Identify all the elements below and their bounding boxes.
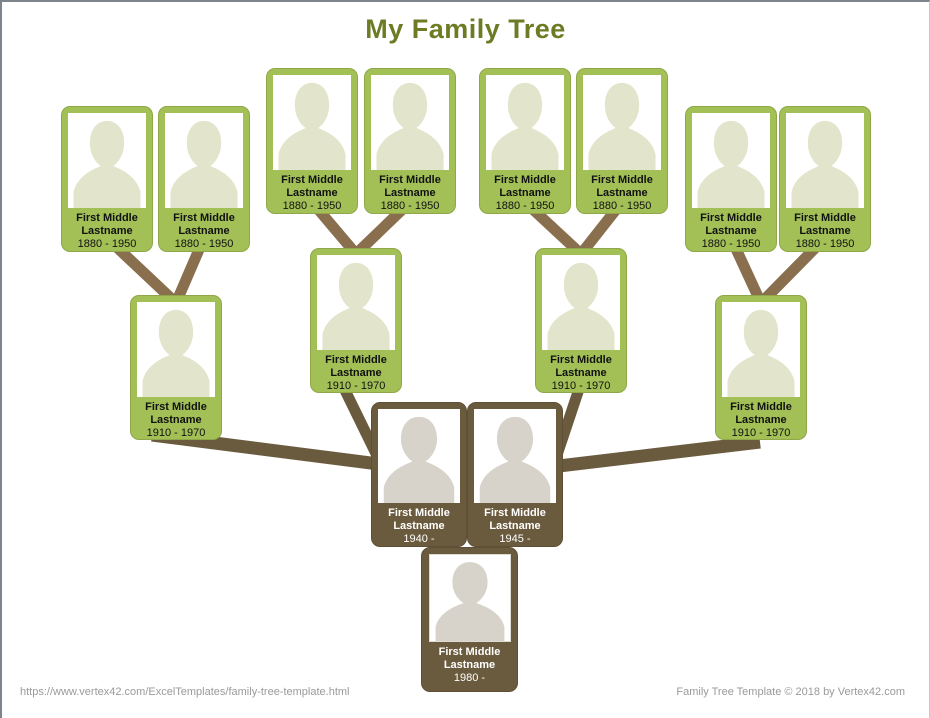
person-card-child[interactable]: First Middle Lastname 1980 - [421,547,518,692]
connector-gp4-to-parent2 [541,435,761,475]
person-card-great-grandparent-1[interactable]: First Middle Lastname 1880 - 1950 [61,106,153,252]
person-card-grandparent-3[interactable]: First Middle Lastname 1910 - 1970 [535,248,627,393]
photo-placeholder [428,554,511,642]
person-card-parent-2[interactable]: First Middle Lastname 1945 - [467,402,563,547]
person-dates: 1980 - [453,672,486,684]
person-name: First Middle Lastname [281,174,343,199]
person-name: First Middle Lastname [145,401,207,426]
person-name: First Middle Lastname [494,174,556,199]
photo-placeholder [722,302,800,397]
person-silhouette-icon [435,562,504,641]
person-silhouette-icon [170,120,238,208]
person-silhouette-icon [383,416,455,503]
photo-placeholder [378,409,460,503]
footer-source-url[interactable]: https://www.vertex42.com/ExcelTemplates/… [20,686,350,698]
person-silhouette-icon [376,82,444,170]
person-dates: 1880 - 1950 [701,238,761,250]
page-title: My Family Tree [365,14,566,44]
person-name: First Middle Lastname [76,212,138,237]
person-name: First Middle Lastname [591,174,653,199]
photo-placeholder [165,113,243,208]
person-name: First Middle Lastname [550,354,612,379]
person-dates: 1880 - 1950 [282,200,342,212]
photo-placeholder [474,409,556,503]
person-silhouette-icon [588,82,656,170]
person-card-great-grandparent-4[interactable]: First Middle Lastname 1880 - 1950 [364,68,456,214]
person-dates: 1880 - 1950 [592,200,652,212]
person-name: First Middle Lastname [730,401,792,426]
person-name: First Middle Lastname [325,354,387,379]
footer-copyright: Family Tree Template © 2018 by Vertex42.… [676,686,905,698]
person-card-great-grandparent-8[interactable]: First Middle Lastname 1880 - 1950 [779,106,871,252]
photo-placeholder [786,113,864,208]
photo-placeholder [273,75,351,170]
person-name: First Middle Lastname [438,646,501,671]
photo-placeholder [317,255,395,350]
person-dates: 1910 - 1970 [146,427,206,439]
person-silhouette-icon [142,309,210,397]
connector-gp1-to-parent1 [151,428,395,473]
photo-placeholder [371,75,449,170]
person-silhouette-icon [73,120,141,208]
person-card-grandparent-2[interactable]: First Middle Lastname 1910 - 1970 [310,248,402,393]
person-dates: 1910 - 1970 [326,380,386,392]
person-card-great-grandparent-6[interactable]: First Middle Lastname 1880 - 1950 [576,68,668,214]
person-dates: 1910 - 1970 [731,427,791,439]
person-name: First Middle Lastname [700,212,762,237]
person-dates: 1940 - [403,533,435,545]
person-silhouette-icon [278,82,346,170]
person-card-great-grandparent-2[interactable]: First Middle Lastname 1880 - 1950 [158,106,250,252]
person-name: First Middle Lastname [173,212,235,237]
photo-placeholder [583,75,661,170]
person-dates: 1880 - 1950 [495,200,555,212]
person-name: First Middle Lastname [379,174,441,199]
person-dates: 1910 - 1970 [551,380,611,392]
person-silhouette-icon [791,120,859,208]
person-dates: 1880 - 1950 [795,238,855,250]
photo-placeholder [68,113,146,208]
person-silhouette-icon [479,416,551,503]
person-silhouette-icon [727,309,795,397]
person-dates: 1880 - 1950 [77,238,137,250]
photo-placeholder [692,113,770,208]
person-dates: 1945 - [499,533,531,545]
person-silhouette-icon [322,262,390,350]
person-card-grandparent-1[interactable]: First Middle Lastname 1910 - 1970 [130,295,222,440]
person-name: First Middle Lastname [794,212,856,237]
photo-placeholder [137,302,215,397]
person-dates: 1880 - 1950 [380,200,440,212]
person-card-grandparent-4[interactable]: First Middle Lastname 1910 - 1970 [715,295,807,440]
person-card-great-grandparent-7[interactable]: First Middle Lastname 1880 - 1950 [685,106,777,252]
person-card-great-grandparent-5[interactable]: First Middle Lastname 1880 - 1950 [479,68,571,214]
person-card-parent-1[interactable]: First Middle Lastname 1940 - [371,402,467,547]
photo-placeholder [486,75,564,170]
photo-placeholder [542,255,620,350]
person-silhouette-icon [491,82,559,170]
person-silhouette-icon [547,262,615,350]
person-name: First Middle Lastname [484,507,546,532]
person-name: First Middle Lastname [388,507,450,532]
person-card-great-grandparent-3[interactable]: First Middle Lastname 1880 - 1950 [266,68,358,214]
person-silhouette-icon [697,120,765,208]
person-dates: 1880 - 1950 [174,238,234,250]
